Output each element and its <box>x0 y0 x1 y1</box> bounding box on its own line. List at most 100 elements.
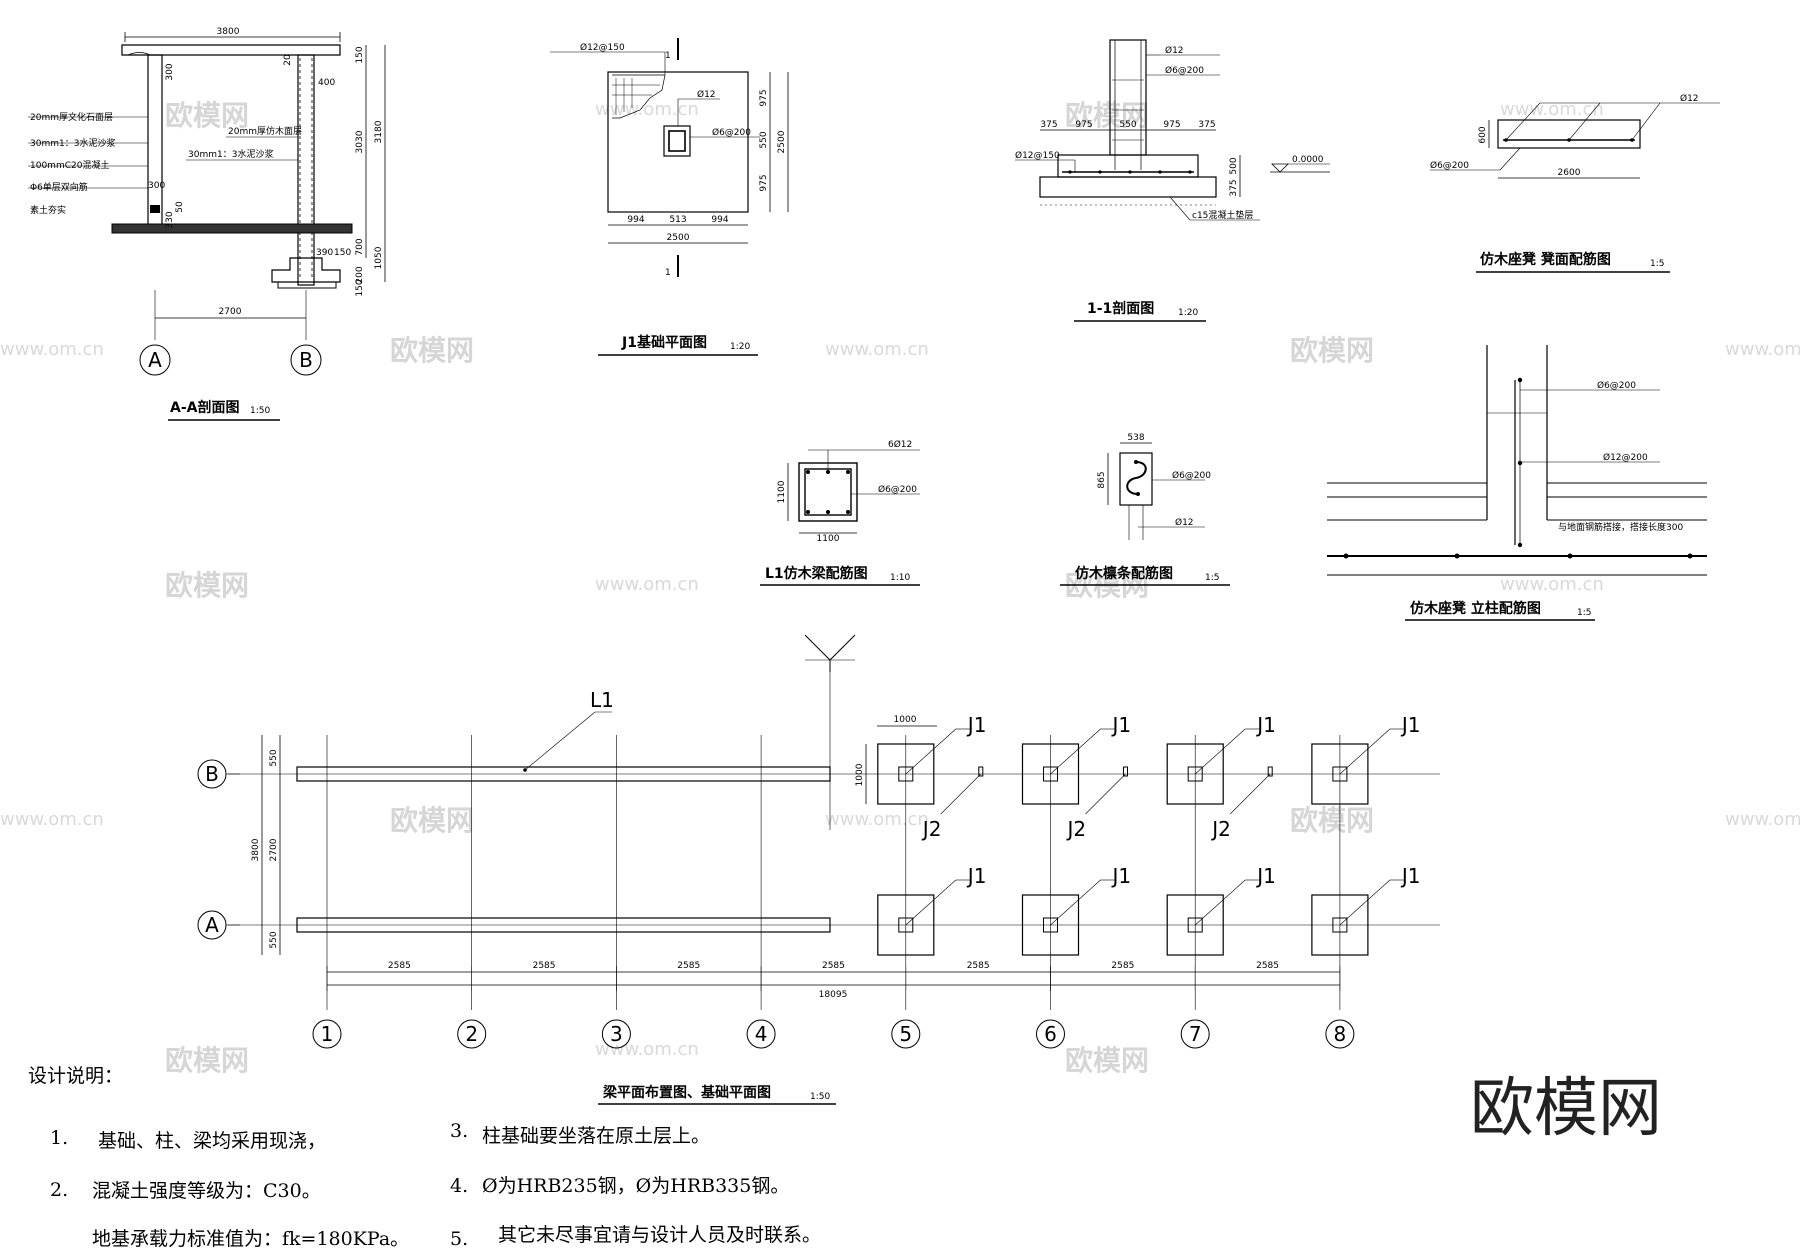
note-text: 地基承载力标准值为：fk=180KPa。 <box>92 1228 409 1250</box>
footing-j1 <box>1021 743 1080 805</box>
footing-j1 <box>1166 743 1224 805</box>
watermark-url: www.om.cn <box>825 809 929 830</box>
detail-scale: 1:5 <box>1205 573 1219 583</box>
column-label: J2 <box>1066 817 1087 841</box>
cut-mark: 1 <box>665 51 671 61</box>
bench-column-rebar: Ø6@200 Ø12@200 与地面钢筋搭接，搭接长度300 仿木座凳 立柱配筋… <box>1327 345 1707 621</box>
dim-label: 400 <box>318 78 335 88</box>
axis-bubble-label: A <box>148 348 162 372</box>
watermark-url: www.om.cn <box>825 339 929 360</box>
axis-bubble-label: 6 <box>1044 1022 1057 1046</box>
watermark: 欧模网 <box>165 99 249 132</box>
dim-label: 150 <box>334 248 351 258</box>
footing-label: J1 <box>1255 864 1276 888</box>
dim-label: 200 <box>355 266 365 283</box>
rebar-note: 与地面钢筋搭接，搭接长度300 <box>1558 521 1683 533</box>
column-stub <box>898 766 914 782</box>
dim-label: 2585 <box>967 961 990 971</box>
dim-label: 994 <box>711 215 728 225</box>
watermark-url: www.om.cn <box>1725 809 1800 830</box>
column-j2 <box>978 766 984 777</box>
purlin-rebar: Ø6@200 Ø12 538 865 仿木檩条配筋图 1:5 <box>1060 433 1230 586</box>
watermark: 欧模网 <box>1065 1044 1149 1077</box>
column-label: J2 <box>921 817 942 841</box>
dim-label: 2500 <box>777 130 787 153</box>
axis-bubble-label: 8 <box>1334 1022 1347 1046</box>
axis-bubble-label: 2 <box>465 1022 478 1046</box>
layer-note: 30mm1：3水泥沙浆 <box>30 137 115 149</box>
column-stub <box>1187 917 1203 933</box>
note-number: 5. <box>450 1228 468 1250</box>
footing-label: J1 <box>1111 713 1132 737</box>
beam-label-l1: L1 <box>590 688 614 712</box>
watermark: 欧模网 <box>165 1044 249 1077</box>
watermark-url: www.om.cn <box>0 339 104 360</box>
detail-scale: 1:50 <box>250 406 270 416</box>
dim-label: 18095 <box>819 990 848 1000</box>
axis-bubble <box>601 1019 631 1049</box>
section-1-1: Ø12 Ø6@200 Ø12@150 375 975 550 975 375 5… <box>1015 39 1330 322</box>
dim-label: 330 <box>165 211 175 228</box>
dim-label: 2585 <box>677 961 700 971</box>
dim-label: 2700 <box>269 838 279 861</box>
axis-bubble <box>1036 1019 1065 1049</box>
axis-bubble-label: B <box>299 348 313 372</box>
dim-label: 994 <box>627 215 644 225</box>
dim-label: 300 <box>148 181 165 191</box>
j1-plan: Ø12@150 Ø12 Ø6@200 1 1 975 550 975 2500 … <box>550 38 789 356</box>
l1-beam-rebar: 6Ø12 Ø6@200 1100 1100 L1仿木梁配筋图 1:10 <box>760 439 920 586</box>
watermarks: 欧模网 欧模网 www.om.cn www.om.cn 欧模网 欧模网 www.… <box>0 99 1800 1077</box>
rebar-label: Ø12@200 <box>1603 452 1648 463</box>
dim-label: 975 <box>759 89 769 106</box>
rebar-label: Ø12 <box>1680 93 1699 104</box>
leader-line <box>1229 773 1271 815</box>
dim-label: 500 <box>1229 157 1239 174</box>
column-stub <box>1332 766 1348 782</box>
axis-bubble <box>891 1019 921 1049</box>
dim-label: 390 <box>316 248 333 258</box>
detail-title: A-A剖面图 <box>170 399 239 416</box>
leader-line <box>1194 728 1246 775</box>
dim-label: 2585 <box>1256 961 1279 971</box>
level-label: 0.0000 <box>1292 155 1324 165</box>
watermark-url: www.om.cn <box>595 1039 699 1060</box>
dim-label: 600 <box>1478 126 1488 143</box>
dim-label: 2585 <box>1111 961 1134 971</box>
dim-label: 1050 <box>374 246 384 269</box>
bench-face-rebar: Ø12 600 2600 Ø6@200 仿木座凳 凳面配筋图 1:5 <box>1430 93 1720 273</box>
cut-mark: 1 <box>665 268 671 278</box>
dim-label: 1000 <box>894 715 917 725</box>
leader-line <box>905 879 957 926</box>
note-text: 混凝土强度等级为：C30。 <box>92 1180 321 1202</box>
detail-scale: 1:5 <box>1650 259 1664 269</box>
watermark: 欧模网 <box>1290 804 1374 837</box>
dim-label: 513 <box>669 215 686 225</box>
footing-label: J1 <box>1400 864 1421 888</box>
column-j2 <box>1267 766 1273 777</box>
design-notes: 设计说明： 1. 基础、柱、梁均采用现浇， 2. 混凝土强度等级为：C30。 地… <box>28 1065 821 1250</box>
column-stub <box>1332 917 1348 933</box>
dim-label: 550 <box>1119 120 1136 130</box>
detail-scale: 1:20 <box>1178 308 1198 318</box>
note-number: 1. <box>50 1127 68 1149</box>
note-number: 3. <box>450 1120 468 1142</box>
rebar-label: Ø6@200 <box>712 127 751 138</box>
detail-title: J1基础平面图 <box>621 334 707 351</box>
axis-bubble <box>1325 1019 1355 1049</box>
rebar-label: Ø12 <box>1175 517 1194 528</box>
dim-label: 550 <box>269 931 279 948</box>
leader-line <box>1050 879 1101 926</box>
watermark: 欧模网 <box>390 334 474 367</box>
rebar-label: Ø12@150 <box>580 42 625 53</box>
axis-bubble-label: 5 <box>899 1022 912 1046</box>
axis-bubble <box>746 1019 776 1049</box>
column-stub <box>1187 766 1203 782</box>
column-stub <box>1043 766 1058 782</box>
dim-label: 2500 <box>667 233 690 243</box>
dim-label: 2585 <box>822 961 845 971</box>
layer-note: 素土夯实 <box>30 204 66 216</box>
dim-label: 3030 <box>355 130 365 153</box>
leader-line <box>1339 728 1391 775</box>
